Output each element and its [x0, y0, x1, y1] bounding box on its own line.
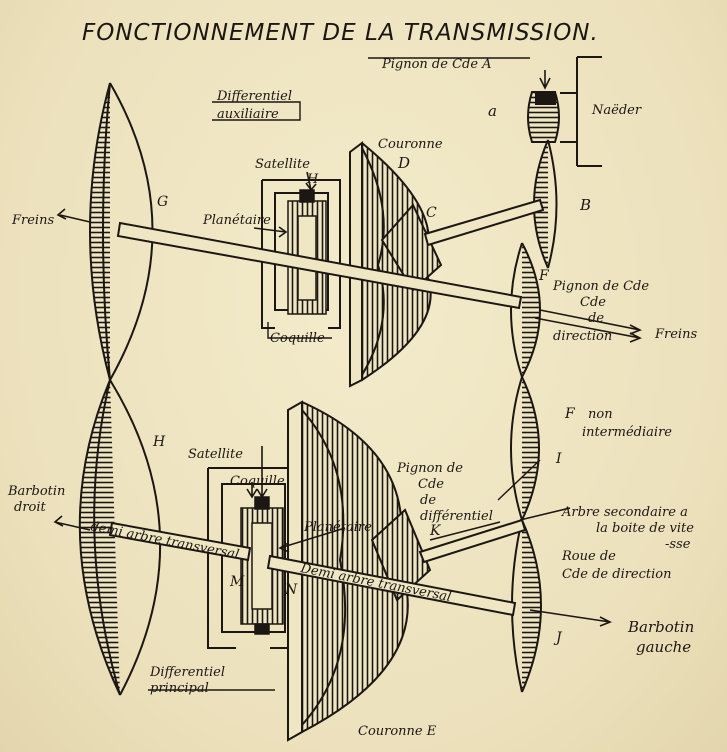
label-barbotin-gauche-1: Barbotin [627, 618, 694, 636]
pinion-a [527, 91, 560, 143]
label-roue-1: Roue de [561, 549, 616, 564]
label-pignon-diff-3: de [420, 493, 436, 508]
label-diff-aux-2: auxiliaire [217, 107, 279, 122]
label-roue-2: Cde de direction [562, 567, 672, 582]
label-c: C [426, 205, 437, 221]
label-pignon-diff-4: différentiel [420, 509, 493, 524]
label-arbre-sec-1: Arbre secondaire a [561, 505, 688, 520]
label-freins-left: Freins [11, 213, 54, 228]
label-barbotin-droit-2: droit [14, 500, 47, 515]
naeder-bracket [560, 56, 602, 167]
label-d: D [397, 154, 410, 172]
label-k: K [429, 523, 442, 539]
label-couronne-top: Couronne [378, 137, 443, 152]
label-arbre-sec-2: la boite de vite [596, 521, 694, 536]
label-pignon-diff-1: Pignon de [396, 461, 463, 476]
label-satellite-top: Satellite [255, 157, 310, 172]
label-coquille-top: Coquille [270, 331, 325, 346]
left-half-shaft [108, 521, 252, 562]
shaft-c-b [423, 198, 545, 247]
label-f-non-2: non [588, 407, 613, 422]
label-arbre-sec-3: -sse [665, 537, 691, 552]
upper-shaft [116, 221, 523, 310]
pinion-c [380, 203, 443, 292]
right-half-shaft [266, 554, 517, 617]
label-j: J [553, 630, 563, 646]
label-f: F [538, 268, 550, 284]
label-diff-principal-1: Differentiel [149, 665, 225, 680]
satellite-upper [287, 189, 327, 315]
label-naeder: Naëder [591, 103, 642, 118]
label-pignon-cde-a: Pignon de Cde A [381, 57, 492, 72]
label-g: G [157, 194, 168, 210]
wheel-h [78, 379, 162, 696]
label-n: N [284, 582, 298, 598]
label-f-non-1: F [564, 406, 576, 422]
diagram-title: FONCTIONNEMENT DE LA TRANSMISSION. [82, 20, 599, 46]
label-couronne-e: Couronne E [358, 724, 437, 739]
label-pignon-dir-2: Cde [580, 295, 606, 310]
label-barbotin-droit-1: Barbotin [7, 484, 65, 499]
label-coquille-bottom: Coquille [230, 474, 285, 489]
label-i: I [555, 451, 562, 467]
label-freins-right: Freins [654, 327, 697, 342]
label-b: B [579, 196, 591, 214]
label-pignon-diff-2: Cde [418, 477, 444, 492]
label-intermediaire: intermédiaire [582, 425, 672, 440]
leader-lines [148, 57, 541, 691]
label-planetaire-bottom: Planétaire [303, 520, 372, 535]
label-barbotin-gauche-2: gauche [636, 638, 691, 656]
label-satellite-bottom: Satellite [188, 447, 243, 462]
wheel-f [510, 242, 541, 378]
label-pignon-dir-3: de [588, 311, 604, 326]
label-diff-principal-2: principal [150, 681, 209, 696]
label-h: H [152, 434, 166, 450]
label-a: a [488, 102, 497, 120]
wheel-j [511, 519, 542, 693]
label-pignon-dir-4: direction [553, 329, 612, 344]
label-h-small: H [306, 172, 319, 187]
label-m: M [229, 574, 245, 590]
arrows [53, 70, 642, 627]
label-planetaire-top: Planétaire [202, 213, 271, 228]
label-pignon-dir-1: Pignon de Cde [552, 279, 649, 294]
shaft-k-i [418, 518, 527, 564]
wheel-i [510, 376, 540, 521]
label-diff-aux-1: Differentiel [216, 89, 292, 104]
